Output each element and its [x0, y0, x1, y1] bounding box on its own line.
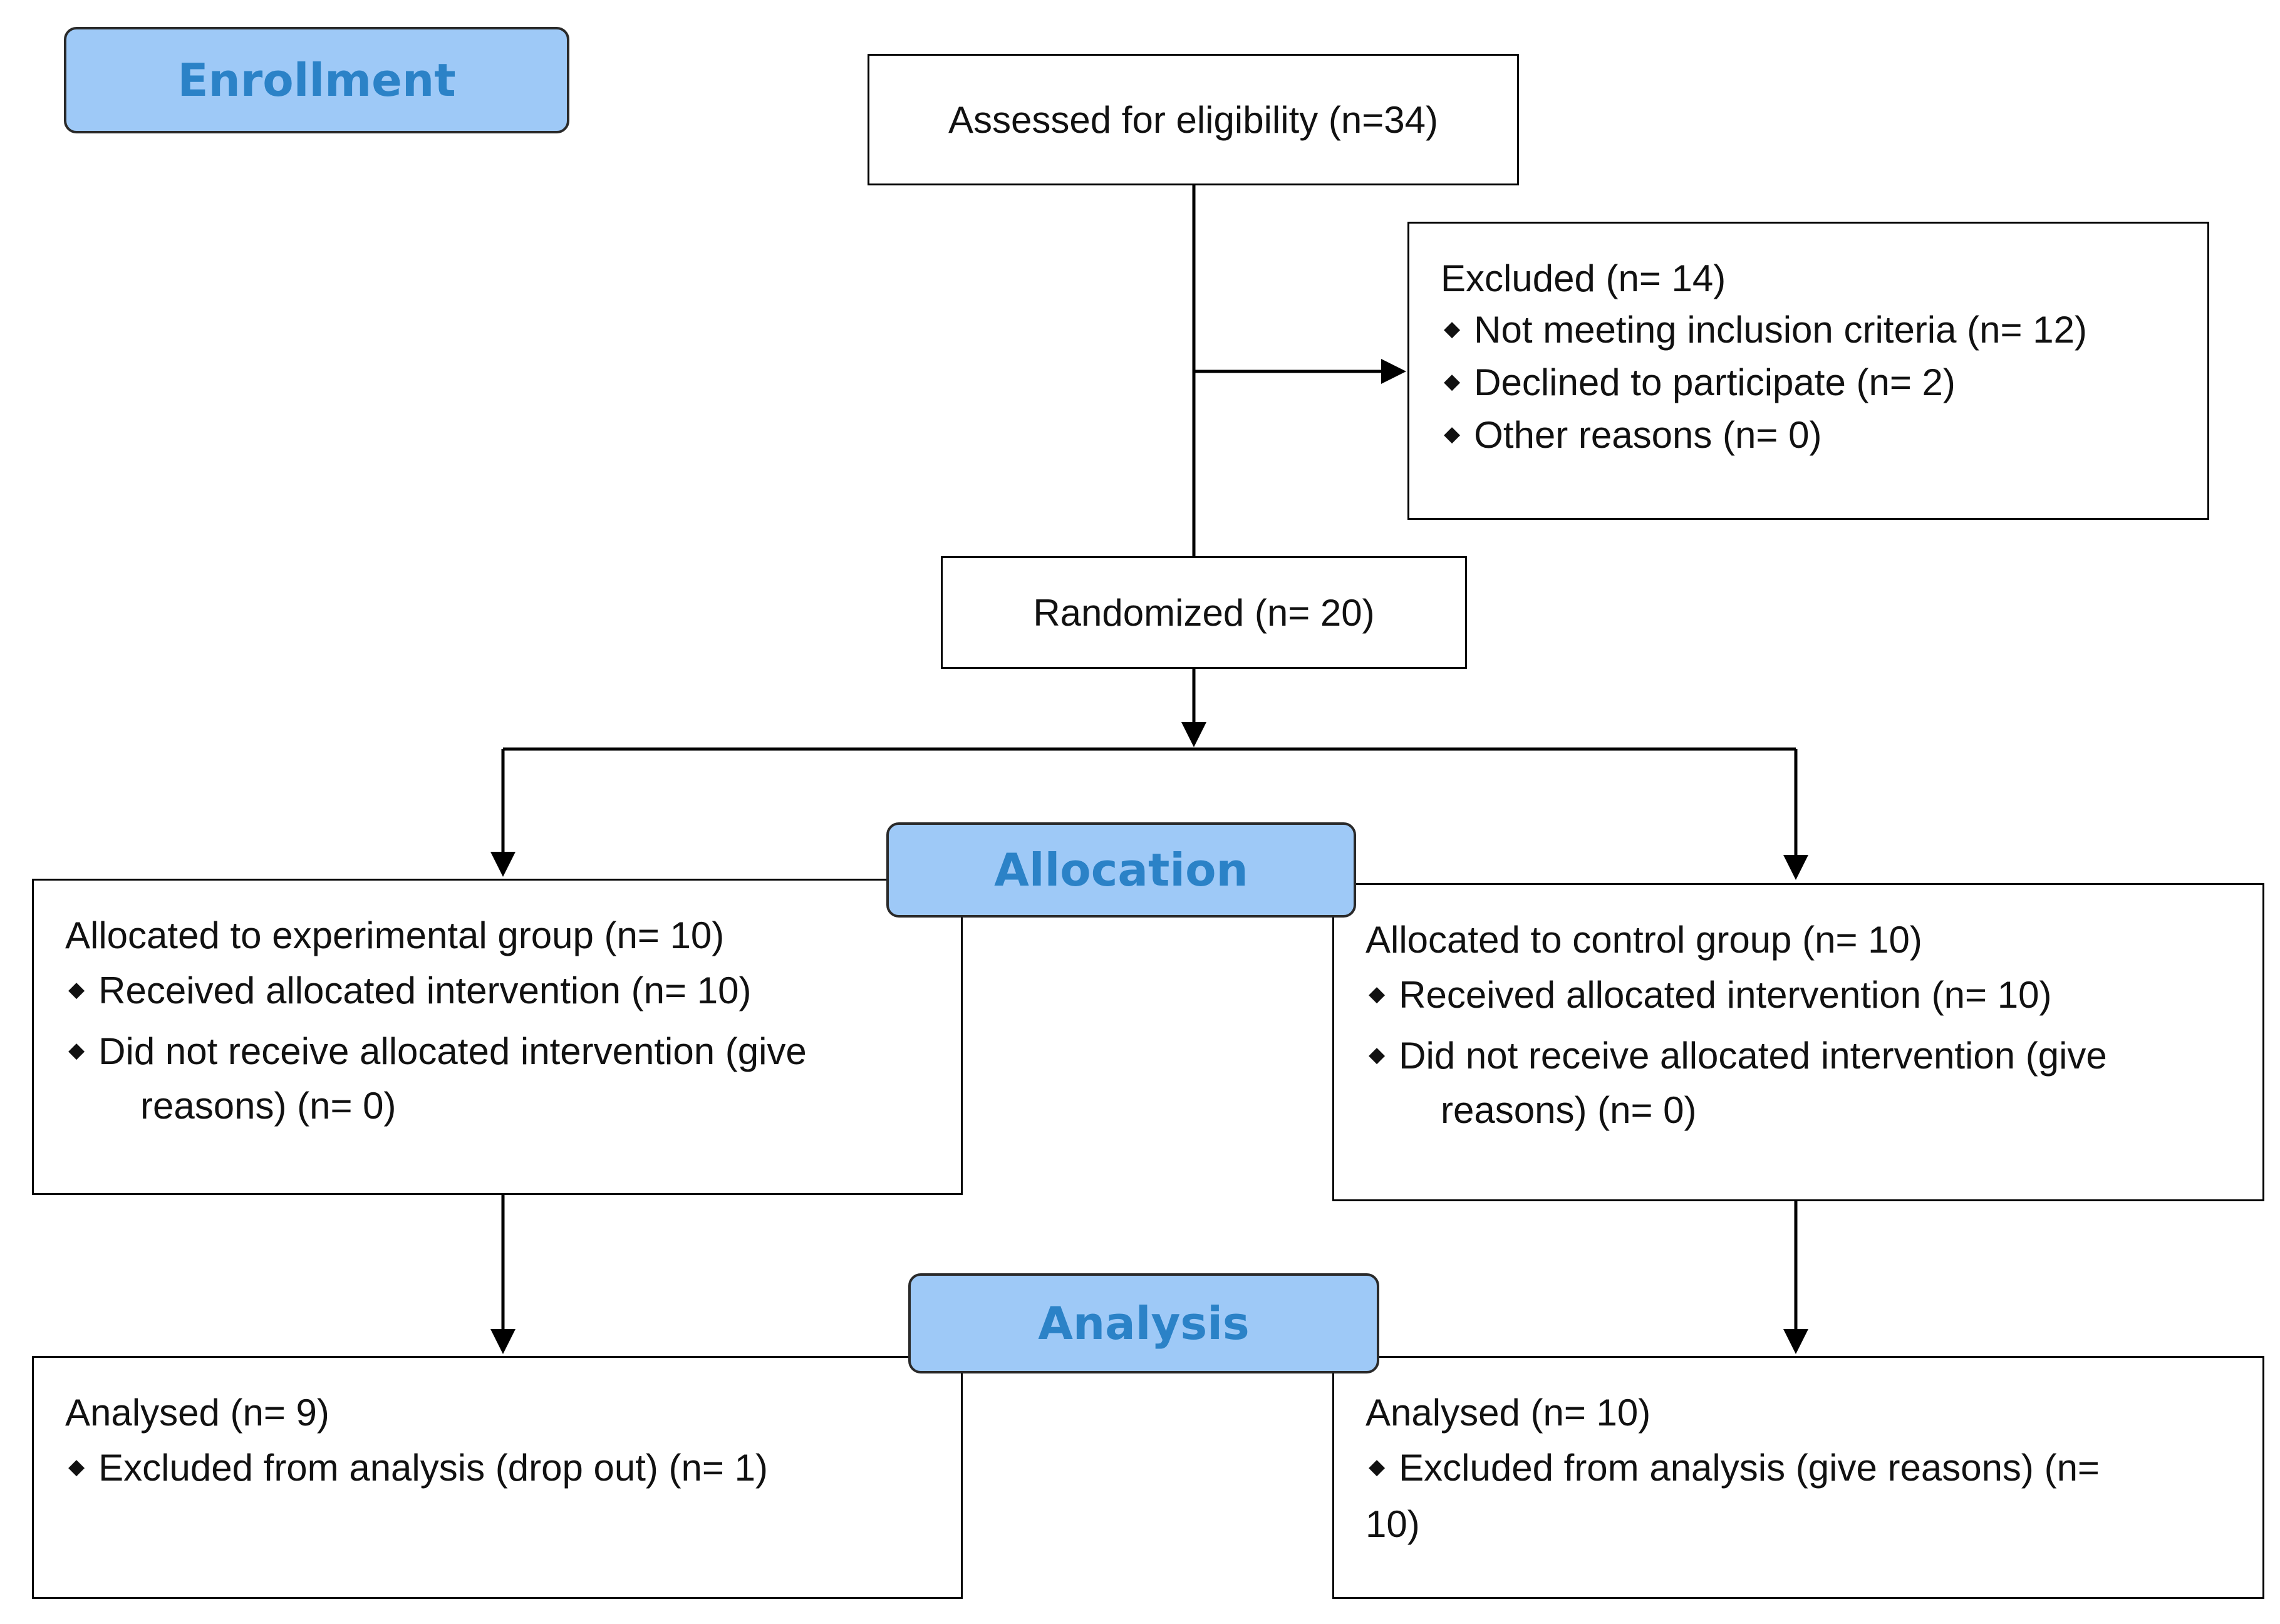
- bullet-icon: ◆: [68, 1038, 85, 1063]
- stage-allocation-text: Allocation: [994, 844, 1248, 896]
- allocation-experimental-not-received-cont: reasons) (n= 0): [140, 1085, 396, 1127]
- excluded-box: Excluded (n= 14) ◆ Not meeting inclusion …: [1407, 222, 2209, 520]
- received-text: Received allocated intervention (n= 10): [1399, 974, 2052, 1016]
- bullet-icon: ◆: [1444, 422, 1461, 447]
- assessed-text: Assessed for eligibility (n=34): [948, 98, 1439, 141]
- bullet-icon: ◆: [1369, 1455, 1386, 1479]
- bullet-icon: ◆: [68, 978, 85, 1002]
- bullet-icon: ◆: [1369, 982, 1386, 1006]
- allocation-control-not-received: ◆ Did not receive allocated intervention …: [1369, 1037, 2107, 1075]
- stage-enrollment-text: Enrollment: [177, 54, 456, 106]
- excluded-item-text: Other reasons (n= 0): [1474, 414, 1822, 456]
- allocation-experimental-received: ◆ Received allocated intervention (n= 10): [68, 972, 751, 1010]
- allocation-experimental-not-received: ◆ Did not receive allocated intervention …: [68, 1033, 807, 1070]
- bullet-icon: ◆: [68, 1455, 85, 1479]
- bullet-icon: ◆: [1369, 1043, 1386, 1067]
- arrowhead-right-allocation: [1783, 855, 1808, 880]
- excluded-analysis-text: Excluded from analysis (drop out) (n= 1): [98, 1447, 768, 1489]
- not-received-text: Did not receive allocated intervention (…: [98, 1030, 807, 1072]
- assessed-box: Assessed for eligibility (n=34): [868, 54, 1519, 185]
- analysis-control-excluded: ◆ Excluded from analysis (give reasons) (…: [1369, 1449, 2100, 1487]
- not-received-text: Did not receive allocated intervention (…: [1399, 1035, 2107, 1077]
- allocation-experimental-box: Allocated to experimental group (n= 10) …: [32, 879, 963, 1195]
- received-text: Received allocated intervention (n= 10): [98, 970, 752, 1011]
- analysis-experimental-box: Analysed (n= 9) ◆ Excluded from analysis …: [32, 1356, 963, 1599]
- stage-analysis-text: Analysis: [1038, 1297, 1250, 1350]
- allocation-experimental-title: Allocated to experimental group (n= 10): [65, 914, 725, 956]
- excluded-item-declined: ◆ Declined to participate (n= 2): [1444, 364, 1956, 401]
- arrowhead-left-analysis: [490, 1329, 516, 1354]
- allocation-control-received: ◆ Received allocated intervention (n= 10): [1369, 976, 2051, 1014]
- stage-enrollment-label: Enrollment: [64, 27, 569, 133]
- excluded-title: Excluded (n= 14): [1441, 257, 1726, 299]
- stage-analysis-label: Analysis: [908, 1273, 1379, 1373]
- analysis-experimental-excluded: ◆ Excluded from analysis (drop out) (n= 1…: [68, 1449, 768, 1487]
- excluded-item-inclusion: ◆ Not meeting inclusion criteria (n= 12): [1444, 311, 2087, 349]
- allocation-control-not-received-cont: reasons) (n= 0): [1441, 1089, 1697, 1131]
- allocation-control-box: Allocated to control group (n= 10) ◆ Rece…: [1332, 883, 2264, 1201]
- arrowhead-left-allocation: [490, 852, 516, 877]
- arrowhead-right-analysis: [1783, 1329, 1808, 1354]
- excluded-analysis-text: Excluded from analysis (give reasons) (n…: [1399, 1447, 2100, 1489]
- excluded-item-text: Declined to participate (n= 2): [1474, 361, 1956, 403]
- analysis-control-title: Analysed (n= 10): [1365, 1392, 1651, 1434]
- analysis-control-excluded-cont: 10): [1365, 1503, 1420, 1545]
- bullet-icon: ◆: [1444, 370, 1461, 394]
- excluded-item-other: ◆ Other reasons (n= 0): [1444, 416, 1821, 454]
- allocation-control-title: Allocated to control group (n= 10): [1365, 919, 1922, 961]
- analysis-control-box: Analysed (n= 10) ◆ Excluded from analysis…: [1332, 1356, 2264, 1599]
- stage-allocation-label: Allocation: [886, 822, 1356, 918]
- excluded-item-text: Not meeting inclusion criteria (n= 12): [1474, 309, 2087, 351]
- randomized-text: Randomized (n= 20): [1033, 591, 1375, 634]
- randomized-box: Randomized (n= 20): [941, 556, 1467, 669]
- bullet-icon: ◆: [1444, 317, 1461, 341]
- arrowhead-excluded: [1381, 359, 1406, 384]
- analysis-experimental-title: Analysed (n= 9): [65, 1392, 329, 1434]
- arrowhead-randomized: [1181, 722, 1206, 747]
